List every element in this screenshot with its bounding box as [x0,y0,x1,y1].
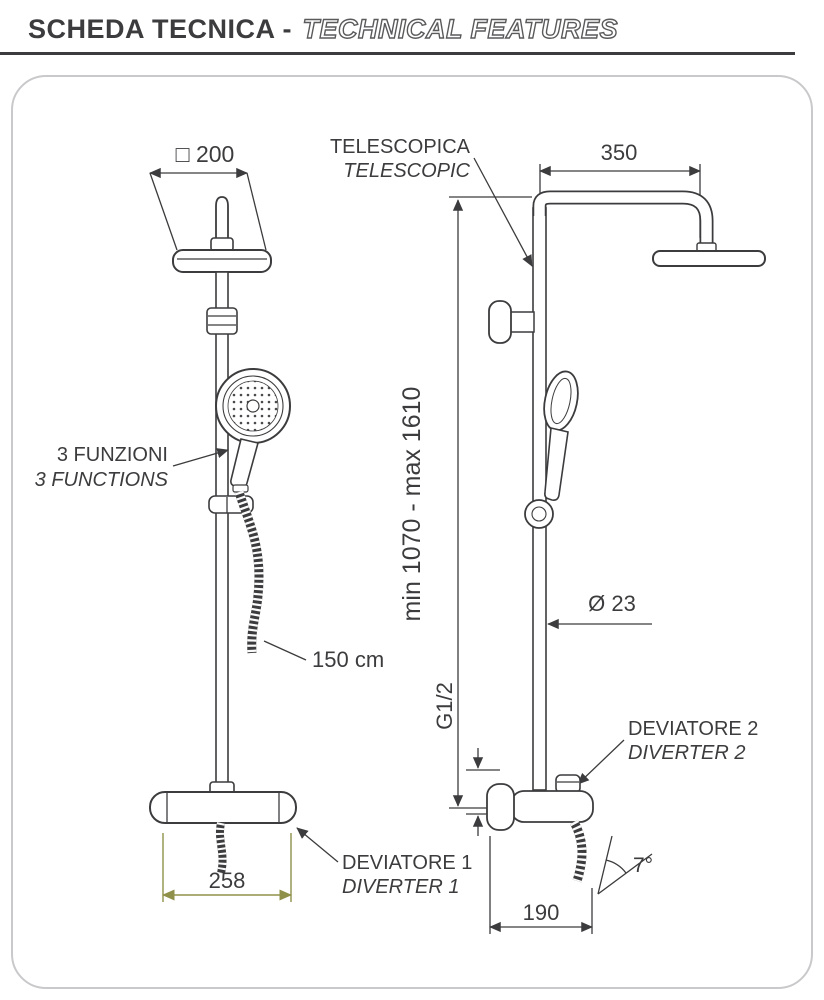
front-view-drawing: □ 200 3 FUNZIONI [35,141,472,902]
spout-angle-label: 7° [633,854,653,877]
base-width-dimension-label: 258 [209,868,246,893]
height-range-dimension-label: min 1070 - max 1610 [398,387,426,622]
diverter1-label-it: DEVIATORE 1 [342,852,472,874]
functions-label-en: 3 FUNCTIONS [35,469,169,491]
overhead-shower-front [172,249,272,273]
shower-column-pipe-side [532,207,547,791]
header-divider [0,52,795,55]
telescopic-label-en: TELESCOPIC [343,160,470,182]
diverter2-label-en: DIVERTER 2 [628,742,745,764]
thread-size-label: G1/2 [432,682,457,730]
pipe-slider-joint [206,307,238,335]
overhead-shower-side [652,250,766,267]
mixer-front [149,781,297,874]
mixer-side [486,774,594,883]
arm-length-dimension-label: 350 [601,140,638,165]
diagram-border [11,75,813,989]
wall-bracket-arm [509,311,535,333]
flexible-hose-front [234,490,264,654]
overhead-arm-front [215,196,229,243]
telescopic-label-it: TELESCOPICA [330,136,471,158]
diverter1-label-en: DIVERTER 1 [342,876,459,898]
hand-shower-front [215,368,291,493]
functions-label-it: 3 FUNZIONI [57,444,168,466]
spout-reach-dimension-label: 190 [523,900,560,925]
wall-bracket-knob [488,300,512,344]
title-english: TECHNICAL FEATURES [302,13,618,44]
side-view-drawing: TELESCOPICA TELESCOPIC 350 min 1070 - ma… [330,136,766,934]
title-italian: SCHEDA TECNICA - [28,14,292,44]
head-width-dimension-label: □ 200 [176,141,235,167]
page-title: SCHEDA TECNICA - TECHNICAL FEATURES [0,13,824,45]
hand-shower-side [524,370,579,529]
shower-column-pipe-front [215,271,229,794]
overhead-arm-side [532,190,714,252]
pipe-diameter-dimension-label: Ø 23 [588,591,636,616]
page-header: SCHEDA TECNICA - TECHNICAL FEATURES [0,13,824,55]
diverter2-label-it: DEVIATORE 2 [628,718,758,740]
hose-length-label: 150 cm [312,647,384,672]
